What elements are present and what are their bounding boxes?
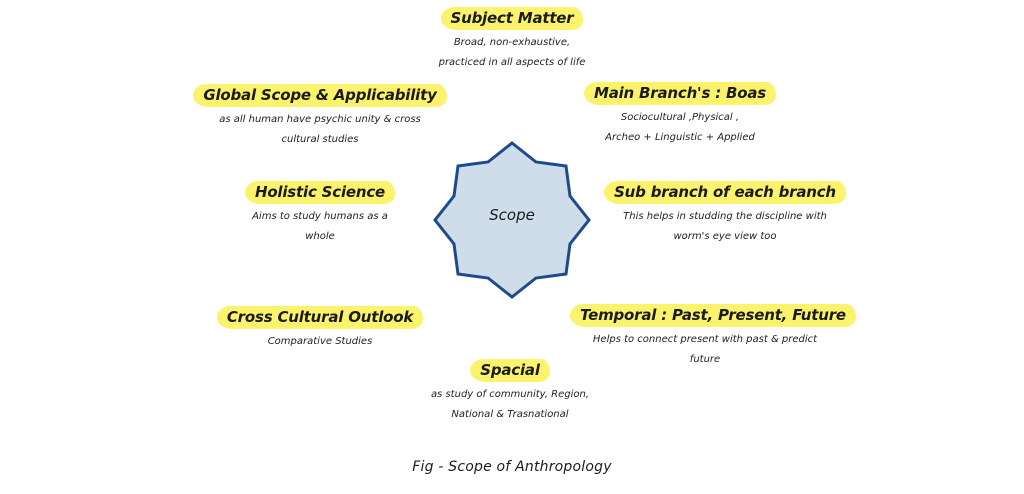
figure-caption: Fig - Scope of Anthropology — [412, 459, 612, 475]
node-description: as all human have psychic unity & cross … — [219, 114, 421, 145]
node-description: This helps in studding the discipline wi… — [623, 211, 827, 242]
node-title: Spacial — [470, 359, 550, 382]
node-main-branch: Main Branch's : Boas Sociocultural ,Phys… — [560, 82, 800, 148]
node-title: Temporal : Past, Present, Future — [570, 304, 856, 327]
node-title: Sub branch of each branch — [604, 181, 846, 204]
node-description: Aims to study humans as a whole — [252, 211, 388, 242]
scope-label: Scope — [489, 206, 535, 224]
node-description: Comparative Studies — [267, 336, 373, 347]
scope-star-polygon — [433, 141, 591, 299]
node-description: Sociocultural ,Physical , Archeo + Lingu… — [605, 112, 755, 143]
scope-star-shape — [433, 141, 591, 299]
node-title: Global Scope & Applicability — [193, 84, 447, 107]
node-description: Helps to connect present with past & pre… — [592, 334, 818, 365]
node-spacial: Spacial as study of community, Region, N… — [400, 359, 620, 425]
node-temporal: Temporal : Past, Present, Future Helps t… — [570, 304, 856, 370]
node-title: Holistic Science — [244, 181, 396, 204]
node-description: as study of community, Region, National … — [430, 389, 590, 420]
node-holistic-science: Holistic Science Aims to study humans as… — [210, 181, 430, 247]
node-sub-branch: Sub branch of each branch This helps in … — [590, 181, 860, 247]
node-cross-cultural: Cross Cultural Outlook Comparative Studi… — [205, 306, 435, 352]
node-title: Subject Matter — [440, 7, 584, 30]
node-title: Main Branch's : Boas — [583, 82, 777, 105]
node-title: Cross Cultural Outlook — [216, 306, 424, 329]
node-description: Broad, non-exhaustive, practiced in all … — [438, 37, 586, 68]
node-global-scope: Global Scope & Applicability as all huma… — [190, 84, 450, 150]
node-subject-matter: Subject Matter Broad, non-exhaustive, pr… — [412, 7, 612, 73]
